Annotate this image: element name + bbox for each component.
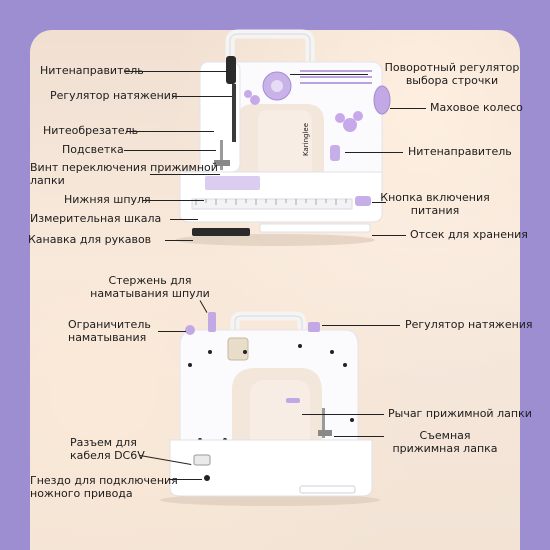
- label-bobbin-winder-spindle: Стержень для наматывания шпули: [90, 274, 210, 300]
- label-handwheel: Маховое колесо: [430, 101, 523, 114]
- label-dc-cable-jack: Разъем для кабеля DC6V: [70, 436, 145, 462]
- label-winding-limiter: Ограничитель наматывания: [68, 318, 151, 344]
- label-presser-foot-screw: Винт переключения прижимной лапки: [30, 161, 218, 187]
- label-tension-regulator-back: Регулятор натяжения: [405, 318, 533, 331]
- label-foot-pedal-jack: Гнездо для подключения ножного привода: [30, 474, 178, 500]
- label-sleeve-groove: Канавка для рукавов: [28, 233, 152, 246]
- label-storage: Отсек для хранения: [410, 228, 528, 241]
- label-thread-guide-top: Нитенаправитель: [40, 64, 144, 77]
- label-stitch-selector: Поворотный регулятор выбора строчки: [384, 61, 520, 87]
- label-tension-regulator: Регулятор натяжения: [50, 89, 178, 102]
- label-power-button: Кнопка включения питания: [380, 191, 490, 217]
- label-measuring-scale: Измерительная шкала: [30, 212, 162, 225]
- label-thread-guide-right: Нитенаправитель: [408, 145, 512, 158]
- label-thread-cutter: Нитеобрезатель: [43, 124, 139, 137]
- label-light: Подсветка: [62, 143, 124, 156]
- label-presser-foot-lever: Рычаг прижимной лапки: [388, 407, 532, 420]
- label-lower-bobbin: Нижняя шпуля: [64, 193, 151, 206]
- label-removable-presser-foot: Съемная прижимная лапка: [392, 429, 498, 455]
